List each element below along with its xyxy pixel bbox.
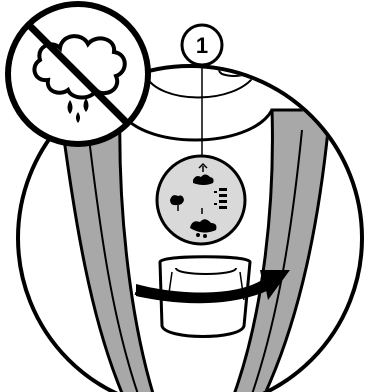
no-steam-icon	[8, 4, 148, 144]
steam-control-dial[interactable]	[157, 156, 245, 244]
callout-badge: 1	[182, 25, 222, 65]
callout-number: 1	[196, 33, 208, 58]
